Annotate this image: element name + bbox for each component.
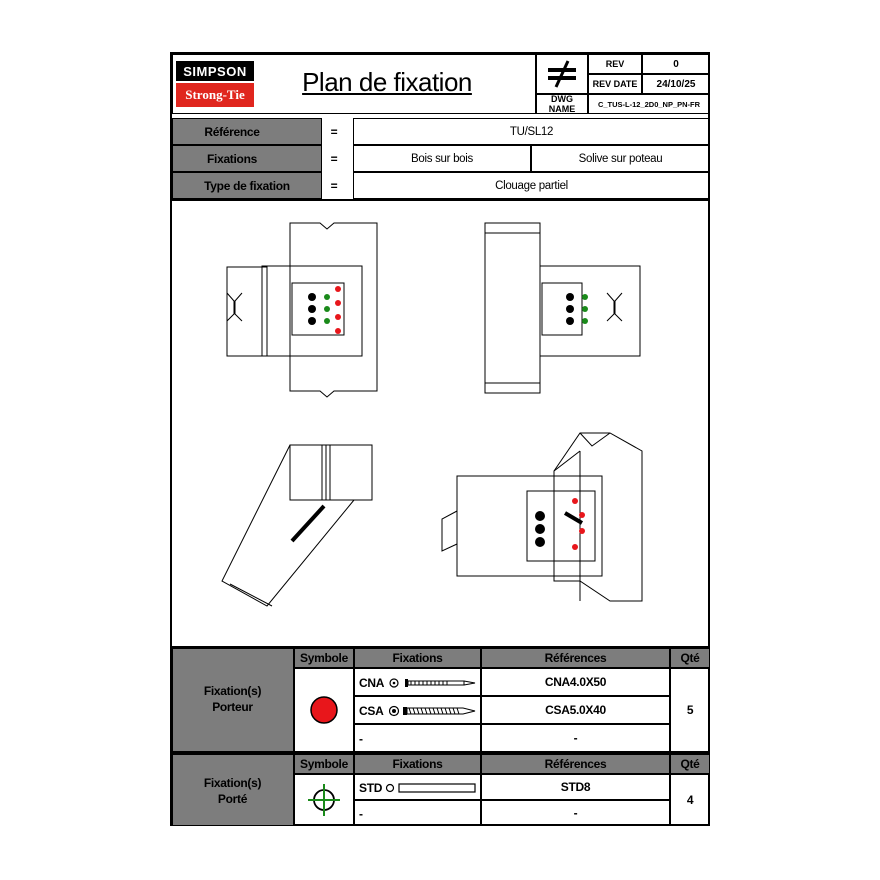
porteur-col-references: Références xyxy=(481,648,670,668)
rev-label: REV xyxy=(588,54,642,74)
strong-tie-logo: Strong-Tie xyxy=(176,83,254,107)
rev-value: 0 xyxy=(642,54,710,74)
porte-row-2-reference: - xyxy=(481,800,670,826)
type-value: Clouage partiel xyxy=(353,172,710,199)
dwg-name-value: C_TUS-L-12_2D0_NP_PN-FR xyxy=(588,94,710,114)
porteur-col-qte: Qté xyxy=(670,648,710,668)
porteur-row-1-fixation: CNA xyxy=(354,668,481,696)
dwg-name-label: DWG NAME xyxy=(536,94,588,114)
rev-date-label: REV DATE xyxy=(588,74,642,94)
porteur-col-fixations: Fixations xyxy=(354,648,481,668)
porteur-row-2-fixation: CSA xyxy=(354,696,481,724)
porteur-row-3-fixation: - xyxy=(354,724,481,752)
porte-col-qte: Qté xyxy=(670,754,710,774)
porte-label-cell: Fixation(s) Porté xyxy=(172,754,294,826)
type-equals: = xyxy=(330,178,338,193)
fixations-value-1: Bois sur bois xyxy=(353,145,531,172)
not-equal-icon xyxy=(536,54,588,94)
porte-qte: 4 xyxy=(670,774,710,826)
porte-row-1-fixation: STD xyxy=(354,774,481,800)
reference-equals: = xyxy=(330,124,338,139)
fixations-label: Fixations xyxy=(172,145,322,172)
front-view-drawing xyxy=(226,222,378,398)
porte-label-line1: Fixation(s) xyxy=(203,776,262,790)
nail-icon xyxy=(389,678,476,688)
porteur-row-3-reference: - xyxy=(481,724,670,752)
porte-col-symbole: Symbole xyxy=(294,754,354,774)
isometric-view-drawing xyxy=(441,432,643,602)
porte-col-references: Références xyxy=(481,754,670,774)
screw-icon xyxy=(389,705,476,717)
technical-drawings xyxy=(221,222,643,607)
porte-row-2-fixation: - xyxy=(354,800,481,826)
fastener-markers xyxy=(308,286,588,550)
type-label: Type de fixation xyxy=(172,172,322,199)
title-block xyxy=(172,54,536,114)
green-crosshair-symbol-icon xyxy=(308,784,340,816)
top-view-drawing xyxy=(221,444,373,607)
porteur-col-symbole: Symbole xyxy=(294,648,354,668)
porte-col-fixations: Fixations xyxy=(354,754,481,774)
dowel-icon xyxy=(385,783,476,793)
reference-label: Référence xyxy=(172,118,322,145)
red-circle-symbol-icon xyxy=(310,696,338,724)
rev-date-value: 24/10/25 xyxy=(642,74,710,94)
fixations-value-2: Solive sur poteau xyxy=(531,145,710,172)
simpson-logo: SIMPSON xyxy=(176,61,254,81)
porteur-row-1-reference: CNA4.0X50 xyxy=(481,668,670,696)
porteur-row-2-reference: CSA5.0X40 xyxy=(481,696,670,724)
page-title: Plan de fixation xyxy=(302,66,472,97)
porte-row-1-reference: STD8 xyxy=(481,774,670,800)
porteur-label-line2: Porteur xyxy=(212,700,253,714)
divider xyxy=(172,199,710,201)
porteur-qte: 5 xyxy=(670,668,710,752)
fixations-equals: = xyxy=(330,151,338,166)
porteur-label-cell: Fixation(s) Porteur xyxy=(172,648,294,752)
drawing-sheet: SIMPSON Strong-Tie Plan de fixation DWG … xyxy=(170,52,710,826)
porteur-label-line1: Fixation(s) xyxy=(203,684,262,698)
porteur-symbol-cell xyxy=(294,668,354,752)
porte-label-line2: Porté xyxy=(217,792,248,806)
porte-symbol-cell xyxy=(294,774,354,826)
side-view-drawing xyxy=(484,222,641,394)
reference-value: TU/SL12 xyxy=(353,118,710,145)
